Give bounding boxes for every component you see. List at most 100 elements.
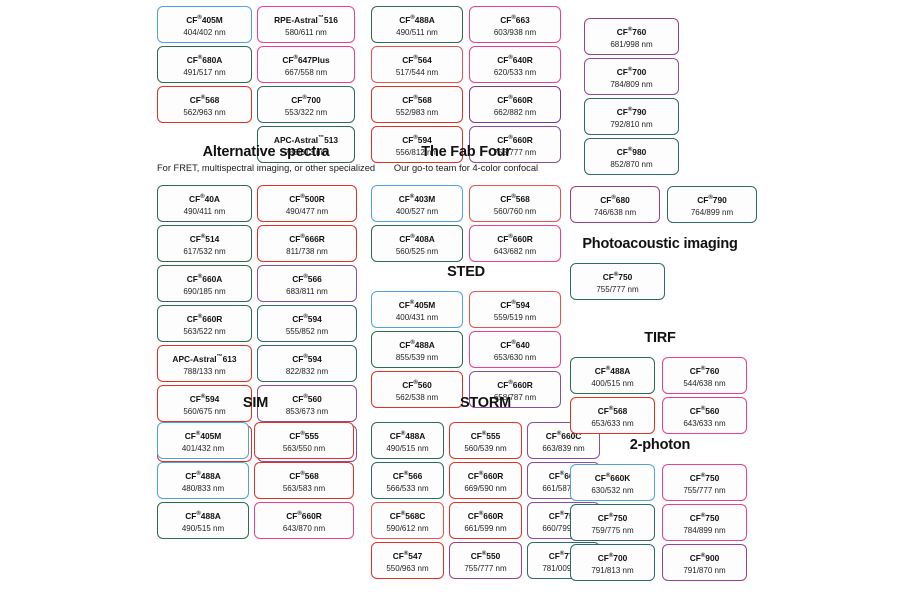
dye-name: CF®660R (467, 510, 504, 521)
dye-wavelengths: 404/402 nm (183, 28, 226, 37)
dye-name: CF®700 (291, 95, 321, 105)
dye-name: CF®660R (286, 510, 322, 521)
trademark-mark: ® (511, 194, 516, 201)
dye-wavelengths: 544/638 nm (683, 378, 726, 388)
trademark-mark: ® (410, 15, 415, 22)
dye-name: CF®660R (467, 470, 504, 481)
dye-name: CF®408A (399, 234, 435, 245)
trademark-mark: ® (413, 135, 418, 142)
trademark-mark: ® (300, 194, 305, 201)
dye-name: CF®790 (697, 195, 727, 205)
dye-wavelengths: 653/633 nm (591, 418, 634, 428)
trademark-mark: ® (302, 95, 307, 102)
dye-wavelengths: 560/760 nm (493, 207, 537, 217)
trademark-mark: ® (300, 430, 305, 437)
dye-wavelengths: 562/538 nm (395, 392, 439, 402)
dye-wavelengths: 559/519 nm (493, 312, 537, 322)
dye-name: CF®555 (470, 430, 501, 441)
trademark-mark: ® (413, 55, 418, 62)
dye-name: CF®564 (402, 55, 432, 65)
trademark-mark: ® (403, 470, 409, 477)
dye-wavelengths: 784/809 nm (610, 80, 653, 89)
trademark-mark: ® (297, 510, 302, 517)
